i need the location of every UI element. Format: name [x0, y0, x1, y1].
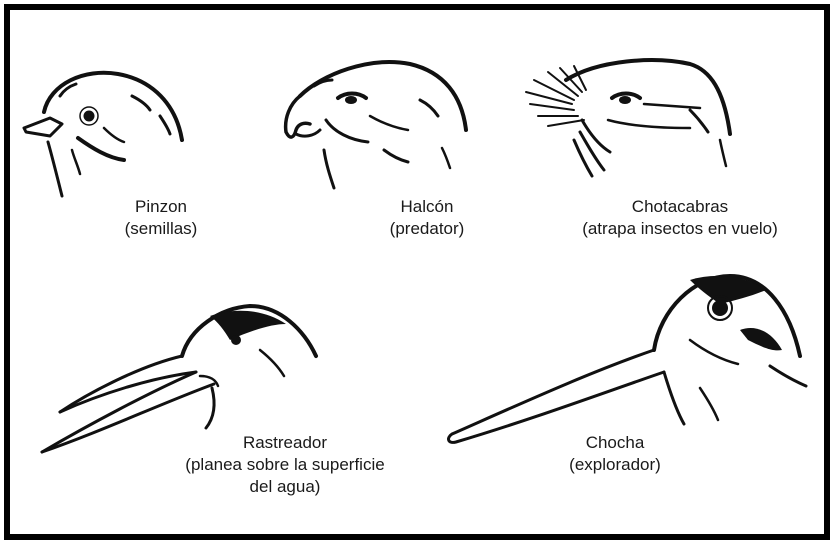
hawk-caption: Halcón (predator) — [362, 196, 492, 240]
nightjar-name: Chotacabras — [550, 196, 810, 218]
nightjar-head-icon — [526, 60, 730, 176]
skimmer-role-line-2: del agua) — [160, 476, 410, 498]
skimmer-caption: Rastreador (planea sobre la superficie d… — [160, 432, 410, 498]
woodcock-role: (explorador) — [550, 454, 680, 476]
woodcock-name: Chocha — [550, 432, 680, 454]
woodcock-caption: Chocha (explorador) — [550, 432, 680, 476]
nightjar-caption: Chotacabras (atrapa insectos en vuelo) — [550, 196, 810, 240]
nightjar-role: (atrapa insectos en vuelo) — [550, 218, 810, 240]
hawk-role: (predator) — [362, 218, 492, 240]
finch-head-icon — [24, 73, 182, 196]
skimmer-head-icon — [42, 306, 316, 452]
skimmer-role-line-1: (planea sobre la superficie — [160, 454, 410, 476]
finch-role: (semillas) — [96, 218, 226, 240]
hawk-head-icon — [286, 62, 466, 188]
woodcock-head-icon — [449, 276, 806, 442]
hawk-name: Halcón — [362, 196, 492, 218]
skimmer-name: Rastreador — [160, 432, 410, 454]
finch-name: Pinzon — [96, 196, 226, 218]
finch-caption: Pinzon (semillas) — [96, 196, 226, 240]
